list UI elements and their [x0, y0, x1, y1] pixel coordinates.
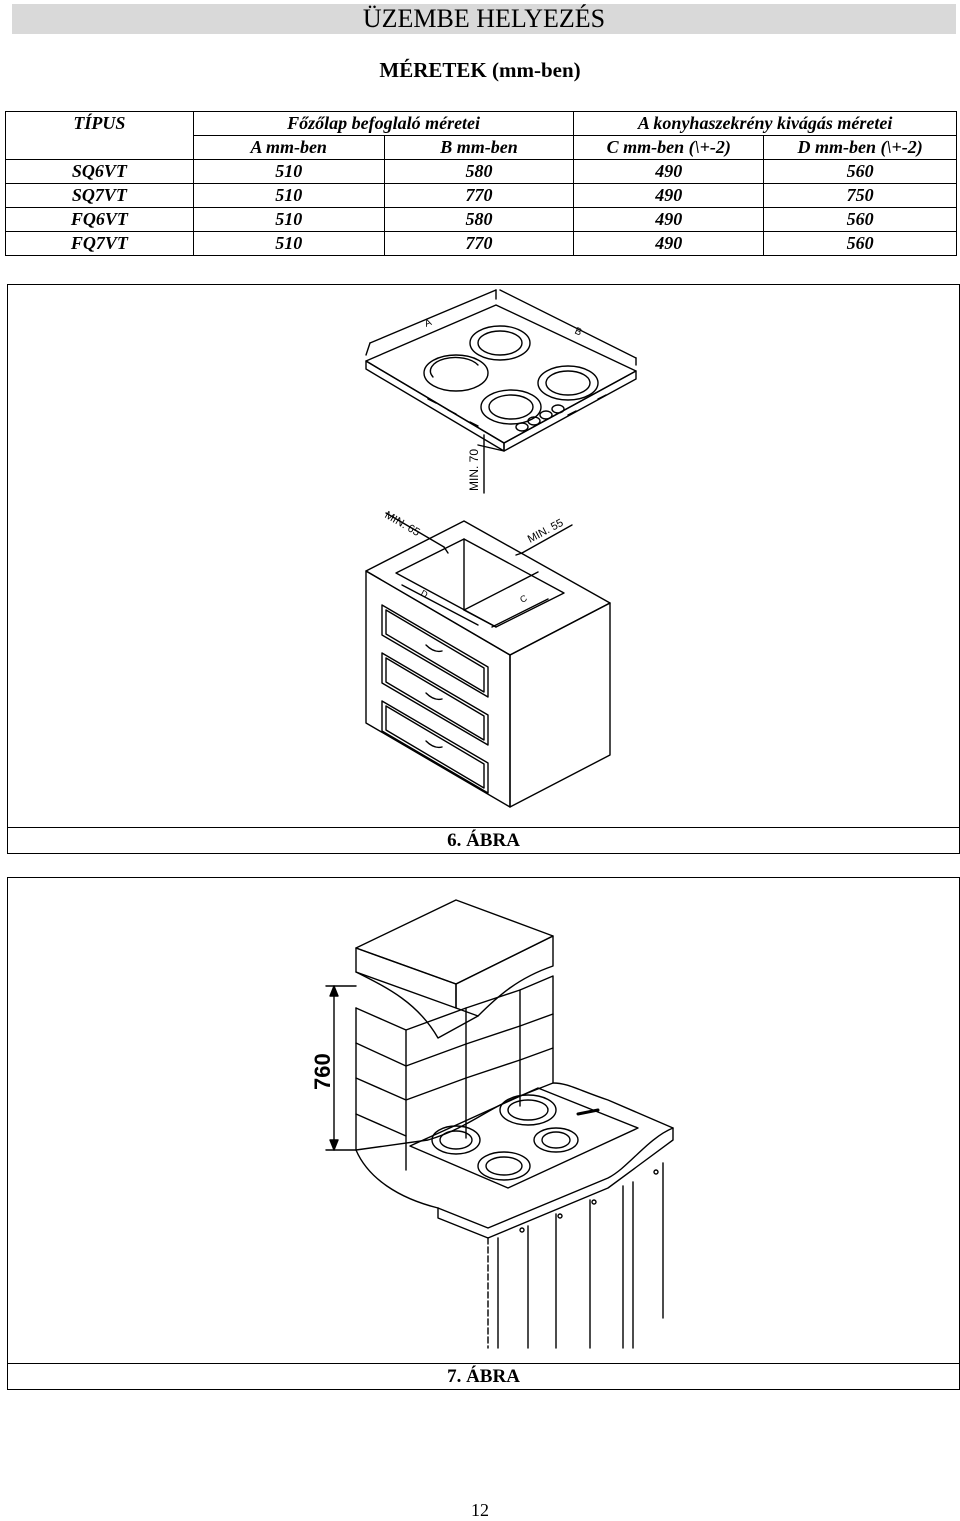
figure-6: A B MIN. 70: [7, 284, 960, 854]
label-d: D: [419, 588, 430, 600]
cell-d: 560: [763, 159, 957, 184]
hob-and-cabinet-drawing: A B MIN. 70: [365, 289, 637, 808]
cell-b: 770: [383, 231, 575, 256]
dimensions-table: TÍPUS Főzőlap befoglaló méretei A konyha…: [5, 111, 957, 256]
col-header-c: C mm-ben (\+-2): [573, 135, 765, 160]
wall-tiles: [355, 975, 554, 1171]
type-header: TÍPUS: [5, 111, 194, 136]
cell-a: 510: [192, 159, 385, 184]
figure-7-caption: 7. ÁBRA: [8, 1363, 959, 1388]
group-header-hob: Főzőlap befoglaló méretei: [192, 111, 575, 136]
cell-d: 560: [763, 207, 957, 232]
cell-c: 490: [573, 231, 765, 256]
cell-a: 510: [192, 207, 385, 232]
table-row: SQ6VT 510 580 490 560: [5, 159, 957, 184]
height-dimension: [325, 985, 357, 1151]
cell-d: 560: [763, 231, 957, 256]
cell-c: 490: [573, 159, 765, 184]
figure-6-caption: 6. ÁBRA: [8, 827, 959, 852]
page-subtitle: MÉRETEK (mm-ben): [379, 58, 581, 82]
table-row: SQ7VT 510 770 490 750: [5, 183, 957, 208]
label-760: 760: [310, 1053, 335, 1090]
label-c: C: [518, 593, 529, 605]
base-cabinets: [487, 1162, 664, 1349]
cell-c: 490: [573, 183, 765, 208]
page-number: 12: [471, 1500, 489, 1520]
table-subheader-row: A mm-ben B mm-ben C mm-ben (\+-2) D mm-b…: [5, 135, 957, 160]
label-min70: MIN. 70: [467, 449, 481, 491]
cell-a: 510: [192, 183, 385, 208]
figure-7: 760: [7, 877, 960, 1390]
cell-type: FQ7VT: [5, 231, 194, 256]
type-header-blank: [5, 135, 194, 160]
cell-type: FQ6VT: [5, 207, 194, 232]
table-row: FQ7VT 510 770 490 560: [5, 231, 957, 256]
hob-illustration: [365, 289, 637, 494]
kitchen-hood-drawing: 760: [310, 899, 674, 1349]
cell-c: 490: [573, 207, 765, 232]
cell-type: SQ6VT: [5, 159, 194, 184]
cell-b: 770: [383, 183, 575, 208]
page-title: ÜZEMBE HELYEZÉS: [12, 4, 956, 34]
cell-a: 510: [192, 231, 385, 256]
label-b: B: [573, 326, 584, 339]
col-header-d: D mm-ben (\+-2): [763, 135, 957, 160]
worktop-illustration: [355, 1082, 674, 1239]
cell-b: 580: [383, 159, 575, 184]
cell-type: SQ7VT: [5, 183, 194, 208]
col-header-b: B mm-ben: [383, 135, 575, 160]
table-header-row: TÍPUS Főzőlap befoglaló méretei A konyha…: [5, 111, 957, 136]
hood-illustration: [355, 899, 554, 1039]
table-row: FQ6VT 510 580 490 560: [5, 207, 957, 232]
cell-b: 580: [383, 207, 575, 232]
group-header-cutout: A konyhaszekrény kivágás méretei: [573, 111, 957, 136]
cell-d: 750: [763, 183, 957, 208]
label-a: A: [423, 317, 434, 330]
col-header-a: A mm-ben: [192, 135, 385, 160]
label-min65: MIN. 65: [383, 509, 422, 539]
cabinet-illustration: [365, 512, 611, 808]
